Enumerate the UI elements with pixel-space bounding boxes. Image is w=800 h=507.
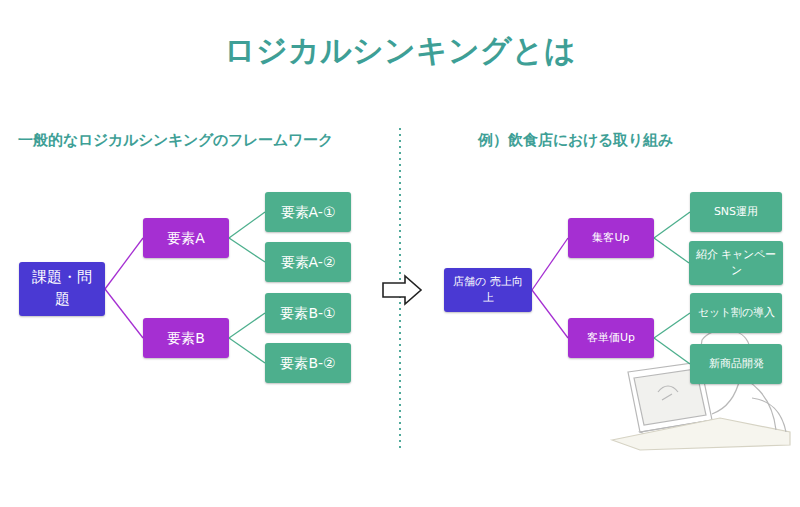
node-text: 紹介 キャンペーン	[695, 247, 777, 279]
connector	[654, 212, 690, 238]
connector	[229, 338, 265, 363]
connector	[654, 338, 690, 364]
connector	[229, 238, 265, 262]
node-text: SNS運用	[714, 204, 758, 220]
node-text: セット割の導入	[698, 305, 775, 321]
sub-element-box: SNS運用	[690, 192, 782, 232]
sub-element-box: 新商品開発	[690, 344, 782, 384]
sub-element-box: 要素B-②	[265, 343, 351, 383]
section-heading: 例）飲食店における取り組み	[478, 131, 673, 150]
sub-element-box: 紹介 キャンペーン	[689, 241, 783, 285]
sub-element-box: セット割の導入	[690, 293, 782, 333]
node-text: 要素A-②	[281, 252, 336, 272]
connector	[229, 212, 265, 238]
root-box: 店舗の 売上向上	[444, 268, 532, 312]
connector	[532, 290, 568, 338]
connector	[229, 313, 265, 338]
section-heading: 一般的なロジカルシンキングのフレームワーク	[18, 131, 333, 150]
element-box: 客単価Up	[568, 318, 654, 358]
title: ロジカルシンキングとは	[0, 30, 800, 72]
node-text: 集客Up	[592, 230, 629, 246]
node-text: 要素A-①	[281, 202, 336, 222]
node-text: 要素A	[167, 228, 205, 248]
connector	[654, 313, 690, 338]
connector	[105, 238, 143, 289]
element-box: 要素A	[143, 218, 229, 258]
element-box: 要素B	[143, 318, 229, 358]
node-text: 課題・問題	[25, 267, 99, 311]
element-box: 集客Up	[568, 218, 654, 258]
connector	[654, 238, 689, 263]
sub-element-box: 要素A-①	[265, 192, 351, 232]
root-box: 課題・問題	[19, 262, 105, 316]
sub-element-box: 要素A-②	[265, 242, 351, 282]
node-text: 要素B-①	[280, 303, 335, 323]
connector	[105, 289, 143, 338]
connector	[532, 238, 568, 290]
node-text: 新商品開発	[709, 356, 764, 372]
node-text: 客単価Up	[587, 330, 635, 346]
node-text: 要素B-②	[280, 353, 335, 373]
sub-element-box: 要素B-①	[265, 293, 351, 333]
node-text: 要素B	[167, 328, 205, 348]
node-text: 店舗の 売上向上	[450, 274, 526, 306]
hollow-arrow	[383, 276, 421, 304]
